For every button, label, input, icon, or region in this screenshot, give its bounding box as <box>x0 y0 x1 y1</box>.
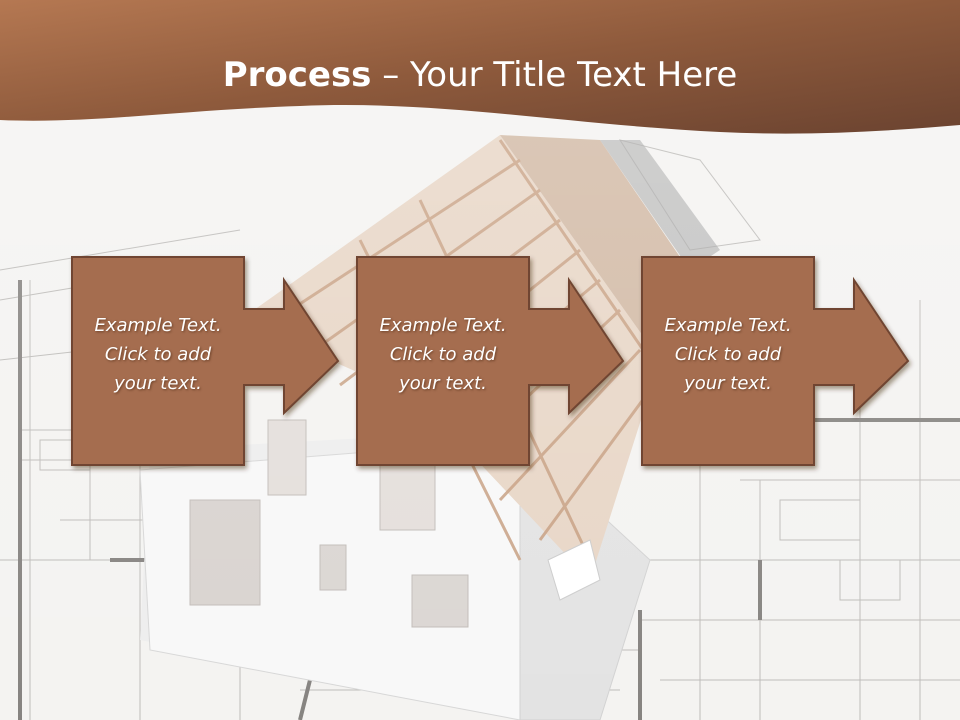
step-3-line-1: Example Text. <box>664 315 792 336</box>
process-step-3-text[interactable]: Example Text. Click to add your text. <box>642 311 814 398</box>
step-1-line-3: your text. <box>114 373 202 394</box>
step-2-line-1: Example Text. <box>379 315 507 336</box>
process-step-1-text[interactable]: Example Text. Click to add your text. <box>72 311 244 398</box>
step-2-line-3: your text. <box>399 373 487 394</box>
step-2-line-2: Click to add <box>389 344 497 365</box>
slide-title: Process – Your Title Text Here <box>0 48 960 102</box>
process-step-1-shape[interactable] <box>71 256 340 466</box>
process-step-2-shape[interactable] <box>356 256 625 466</box>
process-step-3-shape[interactable] <box>641 256 910 466</box>
title-banner <box>0 0 960 134</box>
step-1-line-2: Click to add <box>104 344 212 365</box>
title-rest-part: – Your Title Text Here <box>371 55 738 95</box>
step-3-line-3: your text. <box>684 373 772 394</box>
process-step-2-text[interactable]: Example Text. Click to add your text. <box>357 311 529 398</box>
step-1-line-1: Example Text. <box>94 315 222 336</box>
step-3-line-2: Click to add <box>674 344 782 365</box>
title-bold-part: Process <box>222 55 372 95</box>
